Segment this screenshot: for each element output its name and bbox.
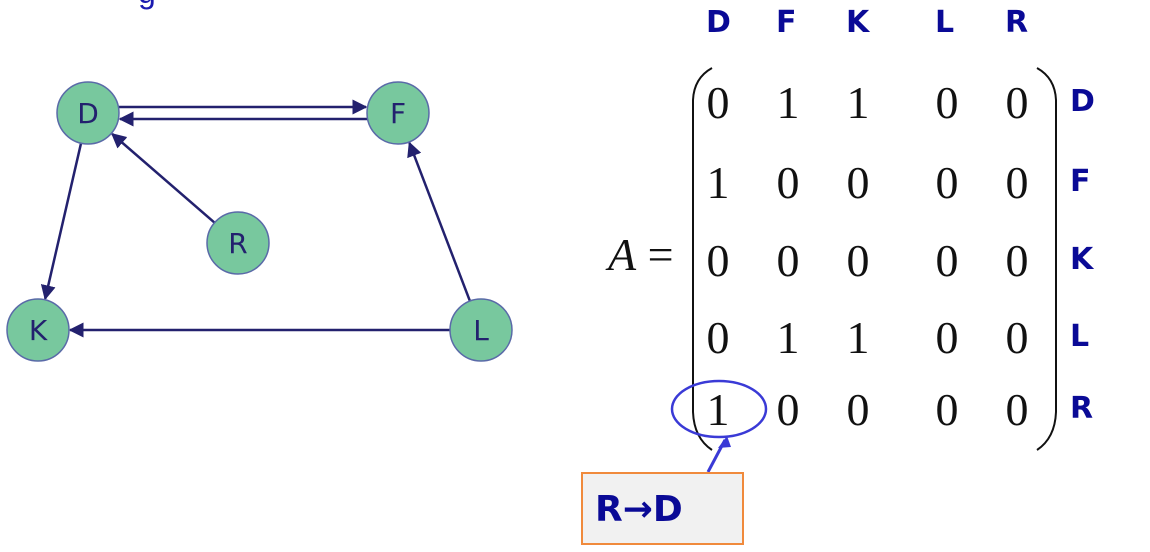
matrix-cell-r4-c3: 0 xyxy=(935,384,959,435)
node-circle xyxy=(6,298,70,362)
matrix-cell-r3-c1: 1 xyxy=(776,312,800,363)
node-k: K xyxy=(6,298,70,362)
matrix-cell-r2-c0: 0 xyxy=(706,235,730,286)
title-fragment: g xyxy=(138,0,156,11)
right-paren xyxy=(1036,67,1057,451)
node-label: R xyxy=(228,227,247,260)
node-circle xyxy=(56,81,120,145)
node-label: L xyxy=(473,314,489,347)
column-label-d: D xyxy=(706,5,731,40)
matrix-cell-r0-c1: 1 xyxy=(776,77,800,128)
matrix-cell-r1-c4: 0 xyxy=(1005,157,1029,208)
matrix-cell-r0-c3: 0 xyxy=(935,77,959,128)
callout-text: R→D xyxy=(595,489,683,530)
matrix-cell-r4-c4: 0 xyxy=(1005,384,1029,435)
equals-sign: = xyxy=(647,229,674,280)
edge-l-to-f xyxy=(407,141,472,302)
column-label-r: R xyxy=(1005,5,1029,40)
matrix-cell-r2-c3: 0 xyxy=(935,235,959,286)
matrix-cell-r0-c0: 0 xyxy=(706,77,730,128)
column-label-f: F xyxy=(776,5,797,40)
column-label-l: L xyxy=(935,5,955,40)
row-label-f: F xyxy=(1070,164,1091,199)
node-r: R xyxy=(206,211,270,275)
matrix-cell-r2-c4: 0 xyxy=(1005,235,1029,286)
matrix-cell-r4-c1: 0 xyxy=(776,384,800,435)
matrix-cell-r1-c3: 0 xyxy=(935,157,959,208)
node-circle xyxy=(206,211,270,275)
node-d: D xyxy=(56,81,120,145)
matrix-cell-r4-c0: 1 xyxy=(706,384,730,435)
edge-r-to-d xyxy=(111,132,216,224)
matrix-cell-r3-c4: 0 xyxy=(1005,312,1029,363)
row-label-k: K xyxy=(1070,242,1094,277)
callout-box: R→D xyxy=(581,472,744,545)
matrix-cell-r3-c2: 1 xyxy=(846,312,870,363)
matrix-cell-r1-c1: 0 xyxy=(776,157,800,208)
matrix-symbol: A xyxy=(608,229,637,280)
matrix-cell-r1-c0: 1 xyxy=(706,157,730,208)
callout-pointer xyxy=(706,439,727,473)
row-label-l: L xyxy=(1070,319,1090,354)
node-f: F xyxy=(366,81,430,145)
matrix-cell-r4-c2: 0 xyxy=(846,384,870,435)
matrix-cell-r3-c0: 0 xyxy=(706,312,730,363)
matrix-cell-r2-c1: 0 xyxy=(776,235,800,286)
node-circle xyxy=(366,81,430,145)
matrix-cell-r2-c2: 0 xyxy=(846,235,870,286)
edge-d-to-k xyxy=(40,142,83,301)
directed-graph: D F R K L xyxy=(6,81,513,362)
callout-pointer-head xyxy=(718,436,731,448)
matrix-cell-r1-c2: 0 xyxy=(846,157,870,208)
node-label: D xyxy=(77,97,99,130)
matrix-cell-r0-c4: 0 xyxy=(1005,77,1029,128)
column-label-k: K xyxy=(846,5,870,40)
node-l: L xyxy=(449,298,513,362)
matrix-cell-r3-c3: 0 xyxy=(935,312,959,363)
node-label: K xyxy=(29,314,48,347)
row-label-d: D xyxy=(1070,84,1095,119)
row-label-r: R xyxy=(1070,391,1094,426)
node-label: F xyxy=(390,97,406,130)
matrix-cell-r0-c2: 1 xyxy=(846,77,870,128)
matrix-name: A = xyxy=(608,232,674,278)
node-circle xyxy=(449,298,513,362)
